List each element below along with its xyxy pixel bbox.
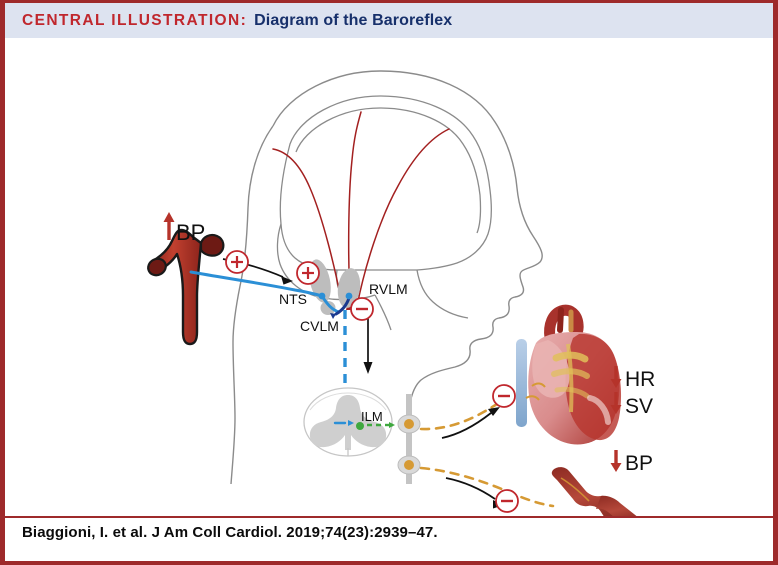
- ilm-marker: [356, 422, 364, 430]
- figure-header-band: CENTRAL ILLUSTRATION: Diagram of the Bar…: [5, 3, 773, 38]
- bp-up-arrow-icon: [163, 212, 175, 240]
- sign-minus-heart: [492, 384, 516, 408]
- label-sv-down: SV: [625, 395, 653, 418]
- spinal-cord-cross-section: [303, 387, 393, 457]
- cvlm-to-rvlm-projection: [330, 292, 353, 319]
- efferent-to-vessel: [419, 466, 555, 508]
- ganglion-lower: [397, 455, 421, 475]
- head-profile-outline: [230, 70, 543, 485]
- peripheral-vessel-illustration: [551, 467, 637, 516]
- label-ilm: ILM: [361, 409, 383, 424]
- label-bp-up: BP: [176, 220, 205, 245]
- sign-minus-vessel: [495, 489, 519, 513]
- cvlm-nucleus: [320, 301, 336, 315]
- ganglion-upper: [397, 414, 421, 434]
- afferent-synapse-dot-nts: [318, 292, 326, 300]
- bp-down-arrow-icon: [610, 450, 622, 472]
- central-illustration-eyebrow: CENTRAL ILLUSTRATION:: [22, 11, 248, 29]
- sympathetic-chain: [367, 394, 421, 484]
- label-hr-down: HR: [625, 368, 655, 391]
- heart-illustration: [516, 304, 622, 445]
- page-title: Diagram of the Baroreflex: [254, 11, 453, 29]
- hr-down-arrow-icon: [610, 366, 622, 388]
- label-bp-down: BP: [625, 452, 653, 475]
- efferent-black-arrows: [441, 407, 504, 509]
- sign-plus-nts: [296, 261, 320, 285]
- citation-text: Biaggioni, I. et al. J Am Coll Cardiol. …: [22, 524, 438, 541]
- diagram-canvas: BP NTS CVLM RVLM ILM HR SV BP: [5, 38, 773, 516]
- label-cvlm: CVLM: [300, 318, 339, 334]
- rvlm-nucleus: [337, 268, 361, 308]
- rvlm-synapse-dot: [345, 292, 353, 300]
- carotid-artery: [147, 228, 225, 346]
- sv-down-arrow-icon: [610, 392, 622, 414]
- citation-divider: [5, 516, 773, 518]
- baroreflex-diagram-svg: BP NTS CVLM RVLM ILM HR SV BP: [147, 70, 655, 516]
- sign-plus-carotid: [225, 250, 249, 274]
- label-rvlm: RVLM: [369, 281, 408, 297]
- label-nts: NTS: [279, 291, 307, 307]
- sign-minus-rvlm: [350, 297, 374, 321]
- afferent-baroreceptor-pathway: [189, 270, 341, 314]
